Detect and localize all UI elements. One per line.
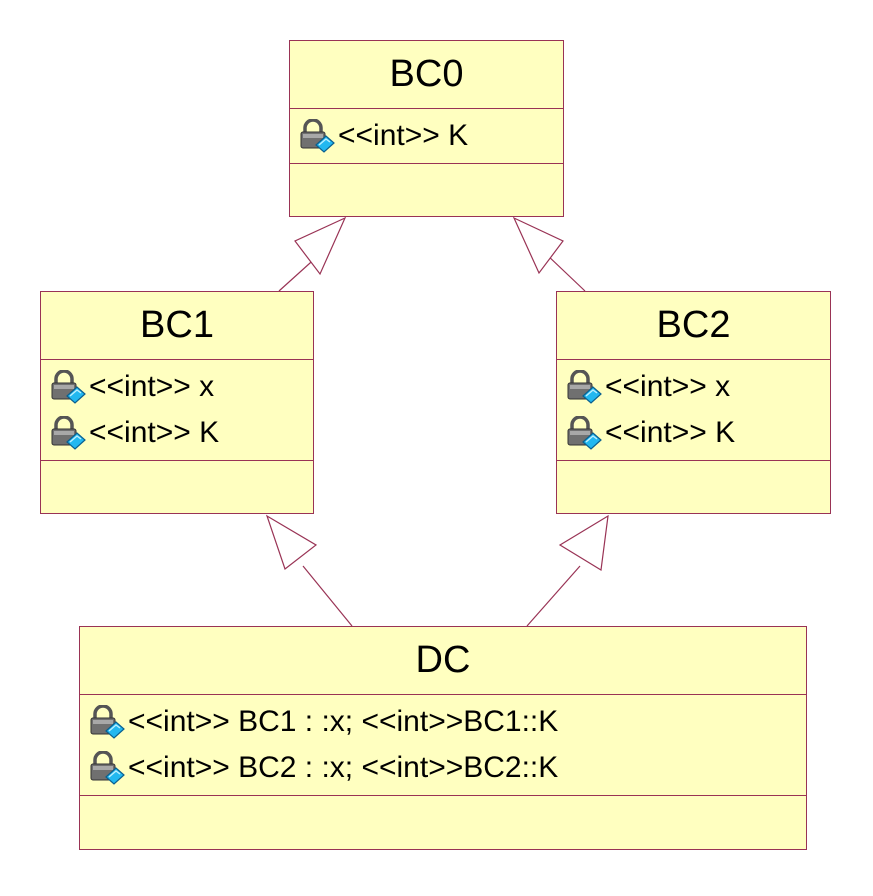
edge-dc-bc1 [302,565,353,627]
attribute-row[interactable]: <<int>> x [565,364,830,410]
class-bc2[interactable]: BC2 <<int>> x <<int>> K [556,291,831,514]
attribute-row[interactable]: <<int>> K [298,113,563,159]
attribute-row[interactable]: <<int>> K [565,410,830,456]
arrowhead-dc-bc1 [265,514,318,570]
arrowhead-bc1-bc0 [294,216,347,276]
attribute-label: <<int>> x [605,370,731,403]
arrowhead-bc2-bc0 [512,216,564,275]
lock-icon [298,119,336,153]
edge-dc-bc2 [526,565,581,627]
operation-compartment [290,164,563,200]
operation-compartment [41,461,313,497]
lock-icon [49,370,87,404]
class-name: DC [80,627,806,695]
attribute-label: <<int>> x [89,370,215,403]
lock-icon [565,416,603,450]
attribute-label: <<int>> K [338,119,469,152]
lock-icon [88,751,126,785]
attribute-label: <<int>> BC2 : :x; <<int>>BC2::K [128,751,559,784]
edge-bc2-bc0 [545,253,586,292]
attribute-row[interactable]: <<int>> BC1 : :x; <<int>>BC1::K [88,699,806,745]
attribute-compartment: <<int>> x <<int>> K [557,360,830,461]
class-bc1[interactable]: BC1 <<int>> x <<int>> K [40,291,314,514]
attribute-label: <<int>> K [89,416,220,449]
lock-icon [88,705,126,739]
arrowhead-dc-bc2 [558,514,609,571]
lock-icon [49,416,87,450]
attribute-label: <<int>> K [605,416,736,449]
class-dc[interactable]: DC <<int>> BC1 : :x; <<int>>BC1::K <<int… [79,626,807,850]
attribute-compartment: <<int>> BC1 : :x; <<int>>BC1::K <<int>> … [80,695,806,796]
attribute-row[interactable]: <<int>> x [49,364,313,410]
attribute-compartment: <<int>> x <<int>> K [41,360,313,461]
attribute-label: <<int>> BC1 : :x; <<int>>BC1::K [128,705,559,738]
class-name: BC0 [290,41,563,109]
attribute-row[interactable]: <<int>> BC2 : :x; <<int>>BC2::K [88,745,806,791]
attribute-compartment: <<int>> K [290,109,563,164]
attribute-row[interactable]: <<int>> K [49,410,313,456]
operation-compartment [80,796,806,832]
lock-icon [565,370,603,404]
class-bc0[interactable]: BC0 <<int>> K [289,40,564,217]
class-name: BC2 [557,292,830,360]
class-name: BC1 [41,292,313,360]
operation-compartment [557,461,830,497]
